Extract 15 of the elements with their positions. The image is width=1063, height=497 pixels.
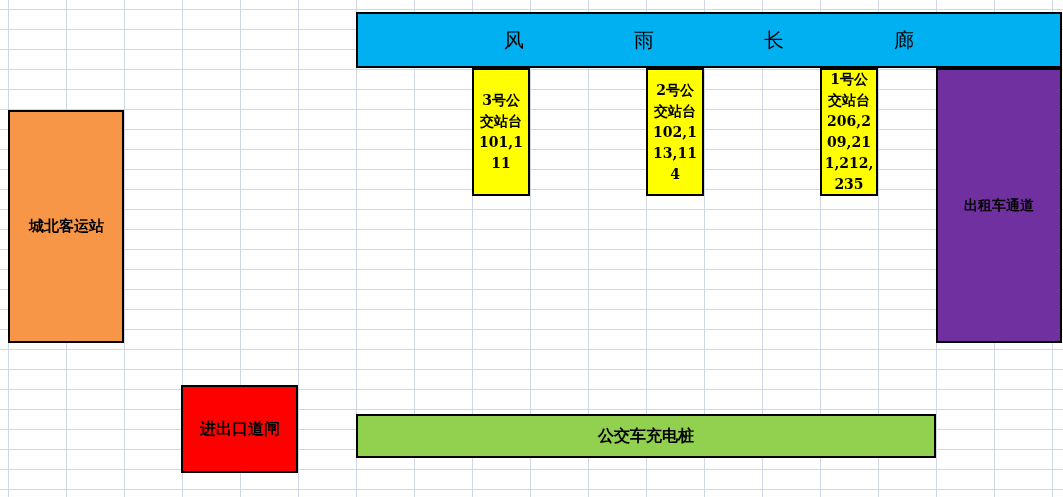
corridor-band	[356, 12, 1062, 68]
charging-area	[356, 414, 936, 458]
bus-platform	[472, 68, 530, 196]
area-label: 城北客运站	[28, 217, 104, 236]
taxi-lane	[936, 68, 1062, 343]
area-label: 2号公交站台102,113,114	[652, 80, 698, 184]
area-label: 风雨长廊	[503, 26, 1024, 54]
area-label: 出租车通道	[964, 196, 1034, 215]
bus-platform	[646, 68, 704, 196]
gate-area	[181, 385, 298, 473]
area-label: 3号公交站台101,111	[478, 91, 524, 173]
area-label: 公交车充电桩	[598, 425, 694, 447]
area-label: 1号公交站台206,209,211,212,235	[823, 70, 875, 194]
station-building	[8, 110, 124, 343]
area-label: 进出口道闸	[199, 418, 280, 440]
